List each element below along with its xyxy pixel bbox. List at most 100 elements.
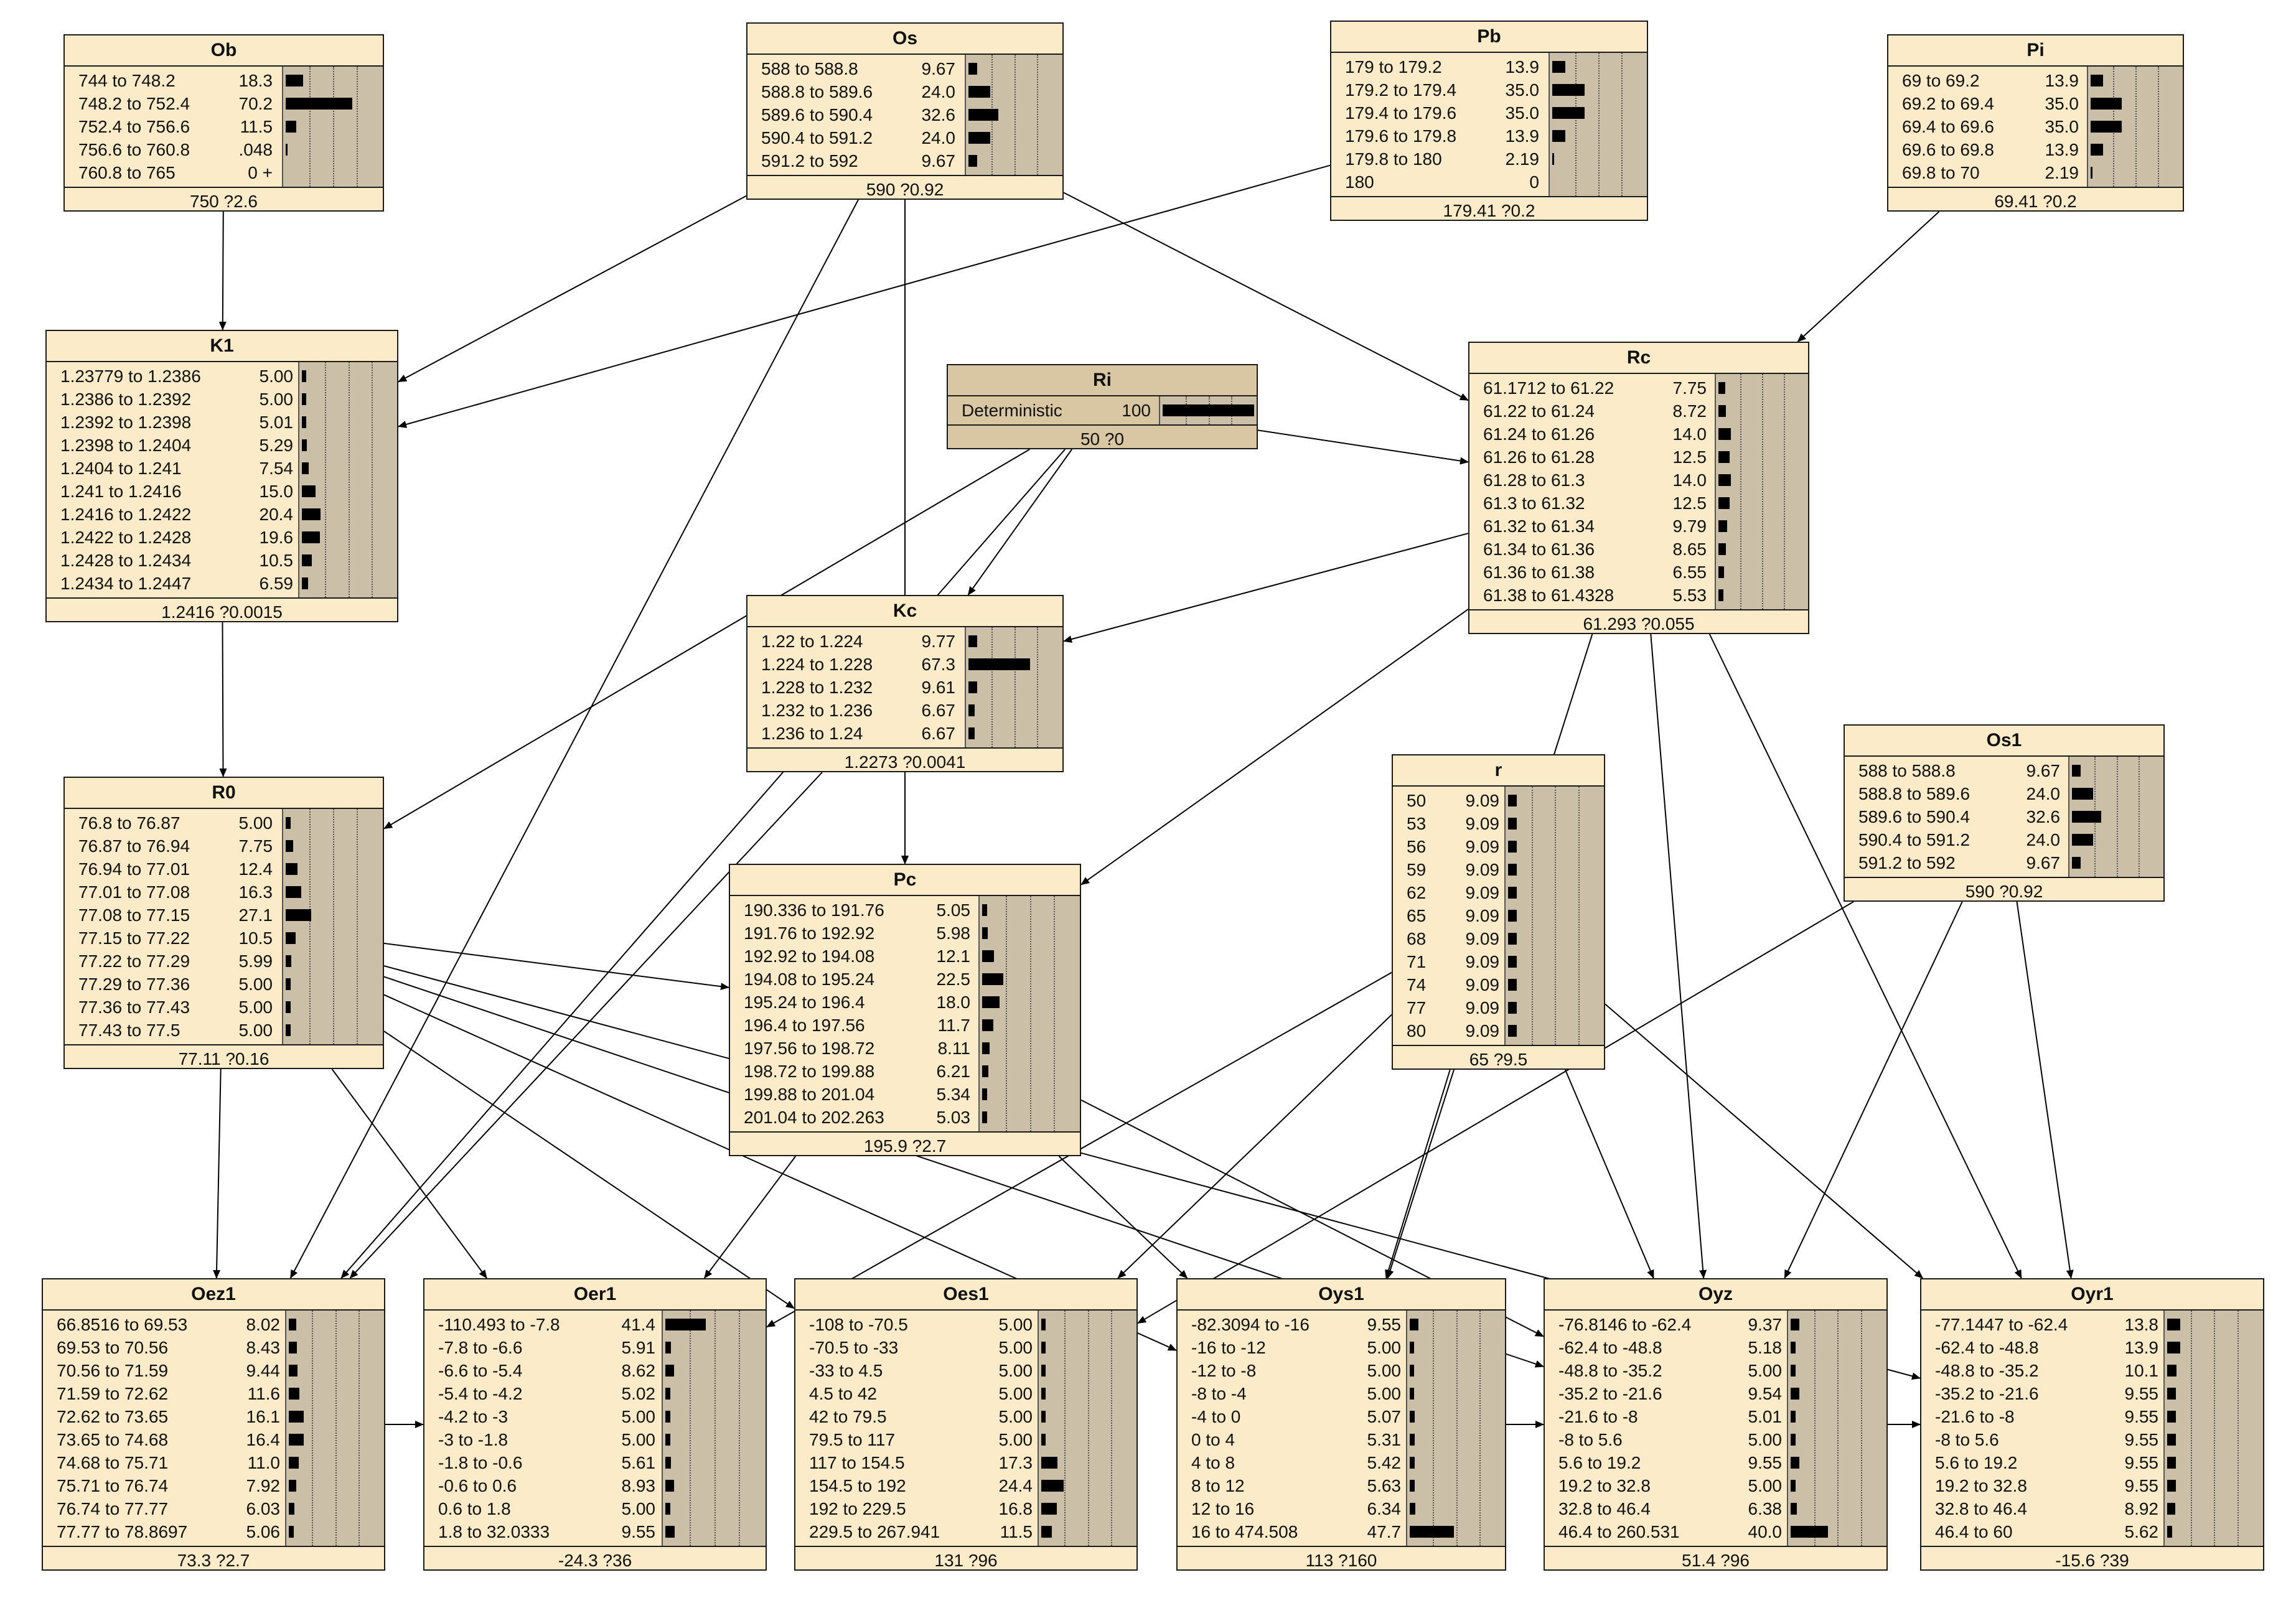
state-row[interactable]: 179.6 to 179.813.9 [1331,124,1647,147]
state-row[interactable]: 77.77 to 78.86975.06 [43,1520,384,1543]
state-row[interactable]: -6.6 to -5.48.62 [424,1359,766,1382]
state-row[interactable]: 76.87 to 76.947.75 [65,834,383,858]
state-row[interactable]: Deterministic100 [948,399,1257,422]
state-row[interactable]: 69.8 to 702.19 [1888,161,2183,184]
node-os1[interactable]: Os1588 to 588.89.67588.8 to 589.624.0589… [1844,724,2165,902]
state-row[interactable]: 61.22 to 61.248.72 [1469,400,1808,423]
state-row[interactable]: 809.09 [1393,1019,1604,1042]
state-row[interactable]: 73.65 to 74.6816.4 [43,1428,384,1451]
state-row[interactable]: 689.09 [1393,927,1604,950]
state-row[interactable]: 61.3 to 61.3212.5 [1469,492,1808,515]
state-row[interactable]: -8 to 5.69.55 [1921,1428,2263,1451]
state-row[interactable]: 61.26 to 61.2812.5 [1469,446,1808,469]
state-row[interactable]: 1.2416 to 1.242220.4 [47,503,397,526]
state-row[interactable]: 72.62 to 73.6516.1 [43,1405,384,1428]
state-row[interactable]: 197.56 to 198.728.11 [730,1037,1080,1060]
state-row[interactable]: 589.6 to 590.432.6 [1845,805,2163,828]
state-row[interactable]: 198.72 to 199.886.21 [730,1060,1080,1083]
state-row[interactable]: 1.2404 to 1.2417.54 [47,457,397,480]
state-row[interactable]: 748.2 to 752.470.2 [65,92,383,115]
state-row[interactable]: 1.2428 to 1.243410.5 [47,549,397,572]
state-row[interactable]: 588 to 588.89.67 [1845,759,2163,782]
state-row[interactable]: 1.224 to 1.22867.3 [747,653,1062,676]
state-row[interactable]: -21.6 to -89.55 [1921,1405,2263,1428]
state-row[interactable]: 199.88 to 201.045.34 [730,1083,1080,1106]
state-row[interactable]: -0.6 to 0.68.93 [424,1474,766,1497]
state-row[interactable]: -4 to 05.07 [1178,1405,1505,1428]
state-row[interactable]: 629.09 [1393,881,1604,904]
state-row[interactable]: -110.493 to -7.841.4 [424,1313,766,1336]
state-row[interactable]: -62.4 to -48.85.18 [1545,1336,1886,1359]
state-row[interactable]: 117 to 154.517.3 [795,1451,1136,1474]
state-row[interactable]: -3 to -1.85.00 [424,1428,766,1451]
state-row[interactable]: 744 to 748.218.3 [65,69,383,92]
state-row[interactable]: 599.09 [1393,858,1604,881]
state-row[interactable]: 509.09 [1393,789,1604,812]
state-row[interactable]: 77.43 to 77.55.00 [65,1019,383,1042]
state-row[interactable]: 588.8 to 589.624.0 [747,80,1062,103]
state-row[interactable]: -77.1447 to -62.413.8 [1921,1313,2263,1336]
state-row[interactable]: 61.38 to 61.43285.53 [1469,584,1808,607]
node-rc[interactable]: Rc61.1712 to 61.227.7561.22 to 61.248.72… [1468,342,1809,634]
state-row[interactable]: 77.01 to 77.0816.3 [65,881,383,904]
state-row[interactable]: 32.8 to 46.48.92 [1921,1497,2263,1520]
node-oer1[interactable]: Oer1-110.493 to -7.841.4-7.8 to -6.65.91… [423,1278,767,1571]
state-row[interactable]: 46.4 to 260.53140.0 [1545,1520,1886,1543]
state-row[interactable]: 201.04 to 202.2635.03 [730,1106,1080,1129]
state-row[interactable]: 591.2 to 5929.67 [747,149,1062,172]
node-oez1[interactable]: Oez166.8516 to 69.538.0269.53 to 70.568.… [42,1278,385,1571]
state-row[interactable]: -35.2 to -21.69.55 [1921,1382,2263,1405]
state-row[interactable]: -82.3094 to -169.55 [1178,1313,1505,1336]
state-row[interactable]: 5.6 to 19.29.55 [1545,1451,1886,1474]
state-row[interactable]: 1.2434 to 1.24476.59 [47,572,397,595]
state-row[interactable]: 16 to 474.50847.7 [1178,1520,1505,1543]
state-row[interactable]: 8 to 125.63 [1178,1474,1505,1497]
state-row[interactable]: 32.8 to 46.46.38 [1545,1497,1886,1520]
state-row[interactable]: 590.4 to 591.224.0 [1845,828,2163,851]
state-row[interactable]: 5.6 to 19.29.55 [1921,1451,2263,1474]
state-row[interactable]: 1.236 to 1.246.67 [747,722,1062,745]
state-row[interactable]: 4.5 to 425.00 [795,1382,1136,1405]
state-row[interactable]: -16 to -125.00 [1178,1336,1505,1359]
state-row[interactable]: 229.5 to 267.94111.5 [795,1520,1136,1543]
state-row[interactable]: 569.09 [1393,835,1604,858]
state-row[interactable]: 66.8516 to 69.538.02 [43,1313,384,1336]
state-row[interactable]: -70.5 to -335.00 [795,1336,1136,1359]
state-row[interactable]: 46.4 to 605.62 [1921,1520,2263,1543]
state-row[interactable]: 179.2 to 179.435.0 [1331,78,1647,101]
state-row[interactable]: 61.36 to 61.386.55 [1469,561,1808,584]
state-row[interactable]: 588.8 to 589.624.0 [1845,782,2163,805]
node-oyr1[interactable]: Oyr1-77.1447 to -62.413.8-62.4 to -48.81… [1920,1278,2264,1571]
state-row[interactable]: 1.23779 to 1.23865.00 [47,365,397,388]
node-r0[interactable]: R076.8 to 76.875.0076.87 to 76.947.7576.… [63,777,384,1069]
state-row[interactable]: 1.241 to 1.241615.0 [47,480,397,503]
state-row[interactable]: 1.2398 to 1.24045.29 [47,434,397,457]
state-row[interactable]: -12 to -85.00 [1178,1359,1505,1382]
state-row[interactable]: 19.2 to 32.89.55 [1921,1474,2263,1497]
state-row[interactable]: 659.09 [1393,904,1604,927]
node-ri[interactable]: RiDeterministic10050 ?0 [947,364,1258,449]
state-row[interactable]: -33 to 4.55.00 [795,1359,1136,1382]
state-row[interactable]: -5.4 to -4.25.02 [424,1382,766,1405]
state-row[interactable]: -4.2 to -35.00 [424,1405,766,1428]
node-oyz[interactable]: Oyz-76.8146 to -62.49.37-62.4 to -48.85.… [1544,1278,1888,1571]
state-row[interactable]: 760.8 to 7650 + [65,161,383,184]
state-row[interactable]: -108 to -70.55.00 [795,1313,1136,1336]
state-row[interactable]: 77.08 to 77.1527.1 [65,904,383,927]
state-row[interactable]: -1.8 to -0.65.61 [424,1451,766,1474]
state-row[interactable]: 69 to 69.213.9 [1888,69,2183,92]
state-row[interactable]: 154.5 to 19224.4 [795,1474,1136,1497]
state-row[interactable]: 591.2 to 5929.67 [1845,851,2163,874]
state-row[interactable]: 179.4 to 179.635.0 [1331,101,1647,124]
node-pc[interactable]: Pc190.336 to 191.765.05191.76 to 192.925… [729,864,1081,1156]
state-row[interactable]: 1.228 to 1.2329.61 [747,676,1062,699]
state-row[interactable]: 539.09 [1393,812,1604,835]
state-row[interactable]: 589.6 to 590.432.6 [747,103,1062,126]
node-oes1[interactable]: Oes1-108 to -70.55.00-70.5 to -335.00-33… [794,1278,1138,1571]
state-row[interactable]: 71.59 to 72.6211.6 [43,1382,384,1405]
state-row[interactable]: -48.8 to -35.210.1 [1921,1359,2263,1382]
state-row[interactable]: -8 to 5.65.00 [1545,1428,1886,1451]
state-row[interactable]: 77.22 to 77.295.99 [65,950,383,973]
state-row[interactable]: 1.22 to 1.2249.77 [747,630,1062,653]
state-row[interactable]: 752.4 to 756.611.5 [65,115,383,138]
